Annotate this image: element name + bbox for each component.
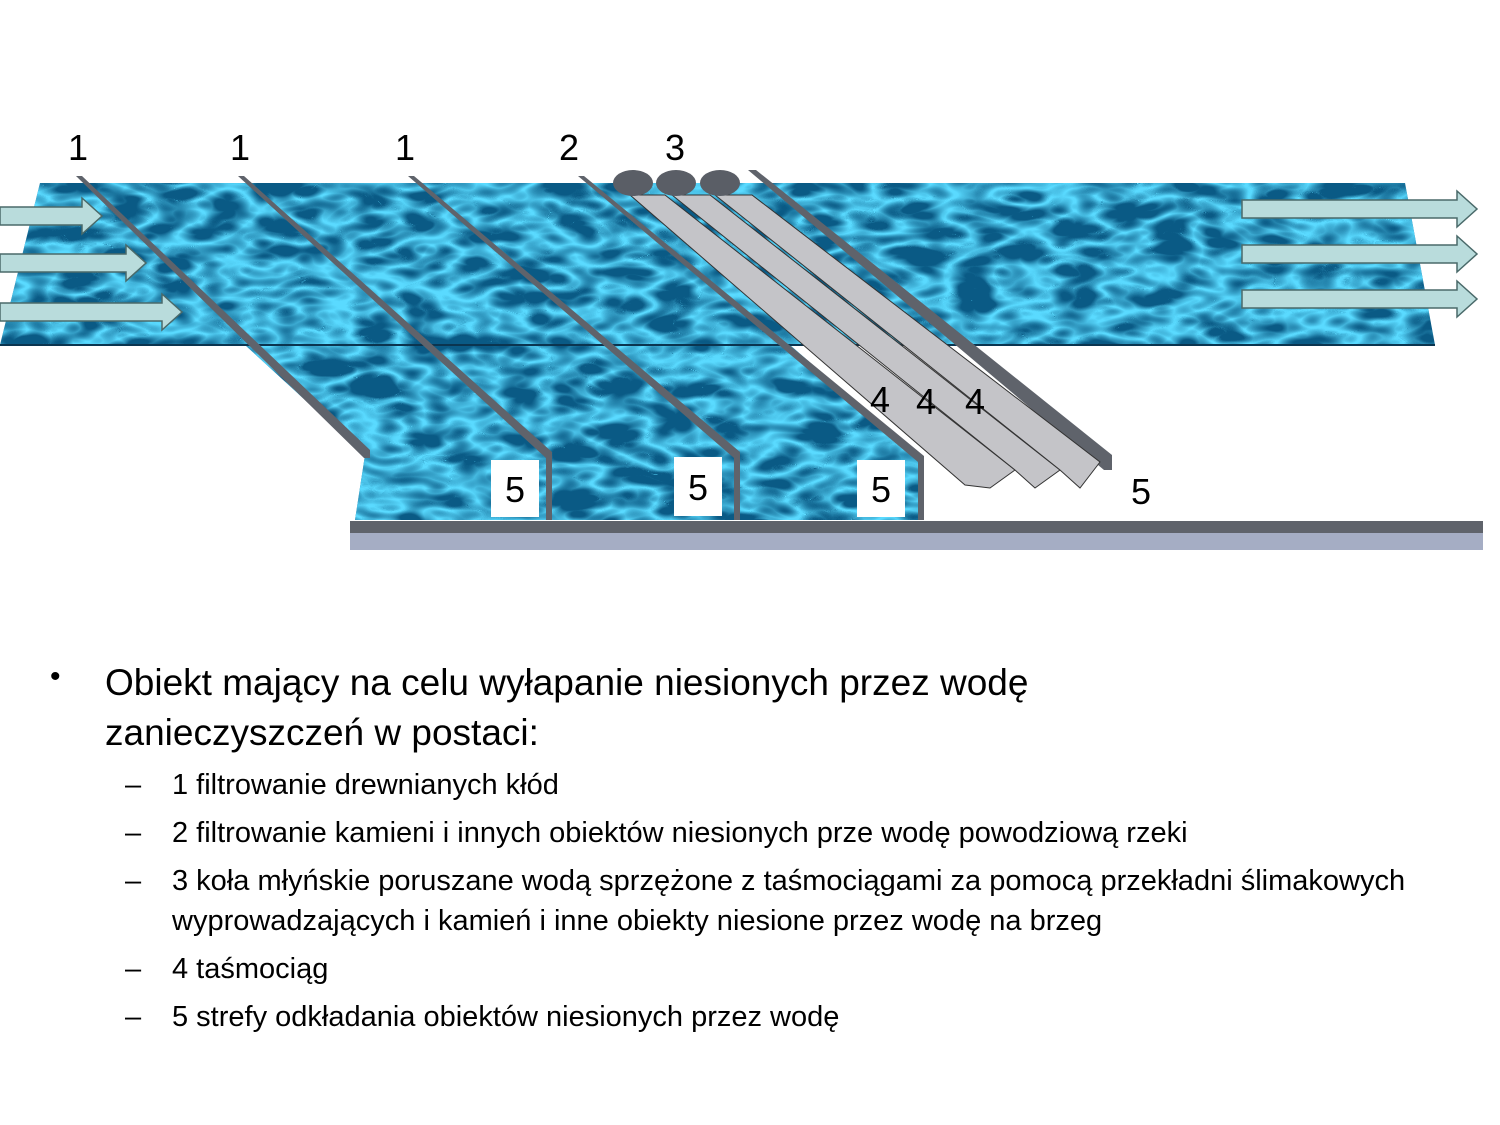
label-conveyor: 4 xyxy=(965,381,985,422)
conveyor-belt xyxy=(713,194,1101,489)
legend-list: –1 filtrowanie drewnianych kłód –2 filtr… xyxy=(125,765,1475,1045)
dash-marker: – xyxy=(125,953,142,985)
arrow-right-icon xyxy=(1241,279,1479,319)
barriers xyxy=(76,170,1112,520)
belt-side-wall xyxy=(748,170,1112,470)
list-item: –1 filtrowanie drewnianych kłód xyxy=(125,765,1475,805)
conveyor-belts xyxy=(628,194,1101,489)
bottom-bank xyxy=(350,521,1483,550)
arrow-right-icon xyxy=(0,292,184,332)
label-water-wheels: 3 xyxy=(665,127,685,168)
list-item-text: 1 filtrowanie drewnianych kłód xyxy=(172,769,559,801)
dash-marker: – xyxy=(125,769,142,801)
label-deposit-zone: 5 xyxy=(871,469,891,510)
main-bullet-text: Obiekt mający na celu wyłapanie niesiony… xyxy=(105,662,1029,753)
list-item: –2 filtrowanie kamieni i innych obiektów… xyxy=(125,813,1475,853)
list-item: –4 taśmociąg xyxy=(125,949,1475,989)
label-deposit-zone: 5 xyxy=(688,467,708,508)
list-item-text: 2 filtrowanie kamieni i innych obiektów … xyxy=(172,817,1188,849)
label-stone-filter: 2 xyxy=(559,127,579,168)
outflow-arrows xyxy=(1241,189,1479,319)
zone-boxes xyxy=(491,457,905,517)
label-conveyor: 4 xyxy=(870,379,890,420)
list-item: –3 koła młyńskie poruszane wodą sprzężon… xyxy=(125,861,1475,941)
barrier-1a xyxy=(76,176,370,458)
label-log-filter: 1 xyxy=(395,127,415,168)
bullet-marker: • xyxy=(50,660,61,693)
water-wheel xyxy=(613,170,653,196)
arrow-right-icon xyxy=(1241,189,1479,229)
dash-marker: – xyxy=(125,1001,142,1033)
river-filter-diagram: 1 1 1 2 3 4 4 4 5 5 5 5 xyxy=(0,127,1483,550)
list-item-text: 5 strefy odkładania obiektów niesionych … xyxy=(172,1001,840,1033)
label-conveyor: 4 xyxy=(916,381,936,422)
dash-marker: – xyxy=(125,865,142,897)
label-deposit-zone: 5 xyxy=(505,469,525,510)
water-wheels xyxy=(613,170,740,196)
water-wheel xyxy=(656,170,696,196)
conveyor-belt xyxy=(670,194,1061,489)
label-deposit-zone: 5 xyxy=(1131,471,1151,512)
arrow-right-icon xyxy=(0,243,148,283)
label-log-filter: 1 xyxy=(68,127,88,168)
conveyor-belt xyxy=(628,194,1016,489)
arrow-right-icon xyxy=(1241,234,1479,274)
list-item-text: 4 taśmociąg xyxy=(172,953,329,985)
label-log-filter: 1 xyxy=(230,127,250,168)
list-item-text: 3 koła młyńskie poruszane wodą sprzężone… xyxy=(172,865,1406,937)
water-wheel xyxy=(700,170,740,196)
arrow-right-icon xyxy=(0,196,104,236)
list-item: –5 strefy odkładania obiektów niesionych… xyxy=(125,997,1475,1037)
dash-marker: – xyxy=(125,817,142,849)
inflow-arrows xyxy=(0,196,184,332)
